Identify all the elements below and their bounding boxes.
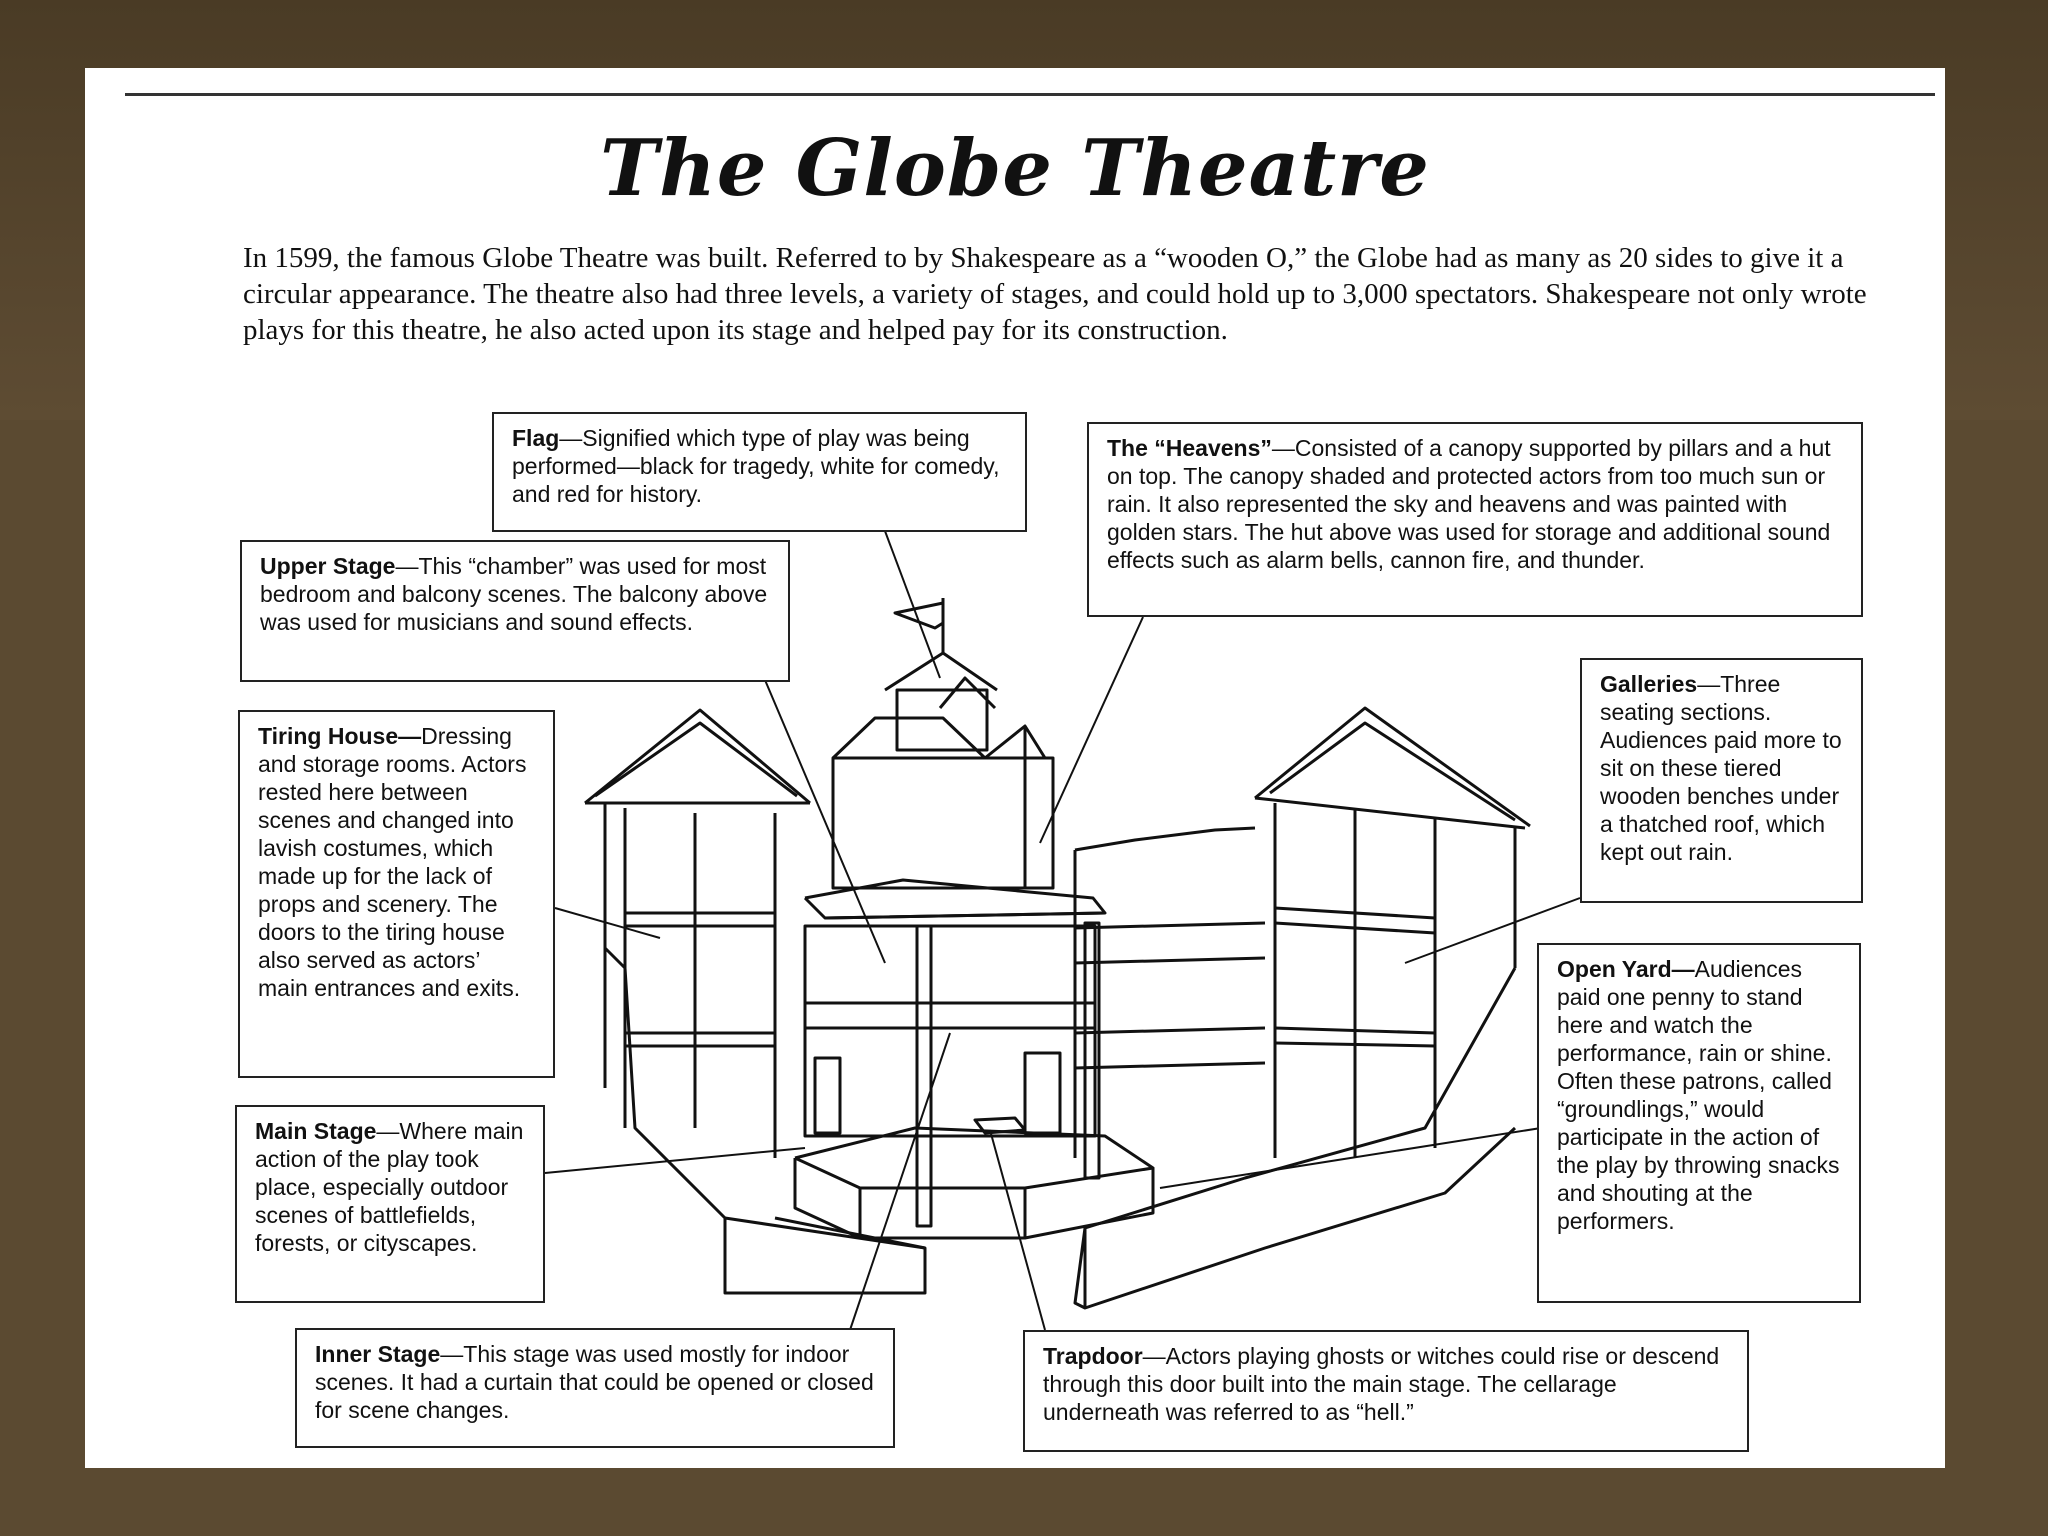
right-gallery	[1075, 708, 1530, 1308]
label-tiring-house-term: Tiring House—	[258, 723, 421, 749]
label-flag: Flag—Signified which type of play was be…	[492, 412, 1027, 532]
label-flag-term: Flag	[512, 425, 559, 451]
label-flag-text: —Signified which type of play was being …	[512, 425, 999, 507]
label-upper-stage: Upper Stage—This “chamber” was used for …	[240, 540, 790, 682]
label-main-stage: Main Stage—Where main action of the play…	[235, 1105, 545, 1303]
label-open-yard-text: Audiences paid one penny to stand here a…	[1557, 956, 1840, 1234]
label-inner-stage: Inner Stage—This stage was used mostly f…	[295, 1328, 895, 1448]
label-main-stage-term: Main Stage	[255, 1118, 376, 1144]
label-tiring-house: Tiring House—Dressing and storage rooms.…	[238, 710, 555, 1078]
label-trapdoor-term: Trapdoor	[1043, 1343, 1143, 1369]
label-upper-stage-term: Upper Stage	[260, 553, 395, 579]
label-open-yard-term: Open Yard—	[1557, 956, 1695, 982]
label-trapdoor-text: —Actors playing ghosts or witches could …	[1043, 1343, 1719, 1425]
label-inner-stage-term: Inner Stage	[315, 1341, 440, 1367]
label-heavens-term: The “Heavens”	[1107, 435, 1272, 461]
label-galleries-text: —Three seating sections. Audiences paid …	[1600, 671, 1842, 865]
label-heavens: The “Heavens”—Consisted of a canopy supp…	[1087, 422, 1863, 617]
label-trapdoor: Trapdoor—Actors playing ghosts or witche…	[1023, 1330, 1749, 1452]
label-galleries-term: Galleries	[1600, 671, 1697, 697]
label-tiring-house-text: Dressing and storage rooms. Actors reste…	[258, 723, 526, 1001]
worksheet-page: The Globe Theatre In 1599, the famous Gl…	[85, 68, 1945, 1468]
label-galleries: Galleries—Three seating sections. Audien…	[1580, 658, 1863, 903]
label-open-yard: Open Yard—Audiences paid one penny to st…	[1537, 943, 1861, 1303]
tiring-house	[805, 598, 1095, 1136]
back-gallery	[1075, 828, 1265, 1158]
